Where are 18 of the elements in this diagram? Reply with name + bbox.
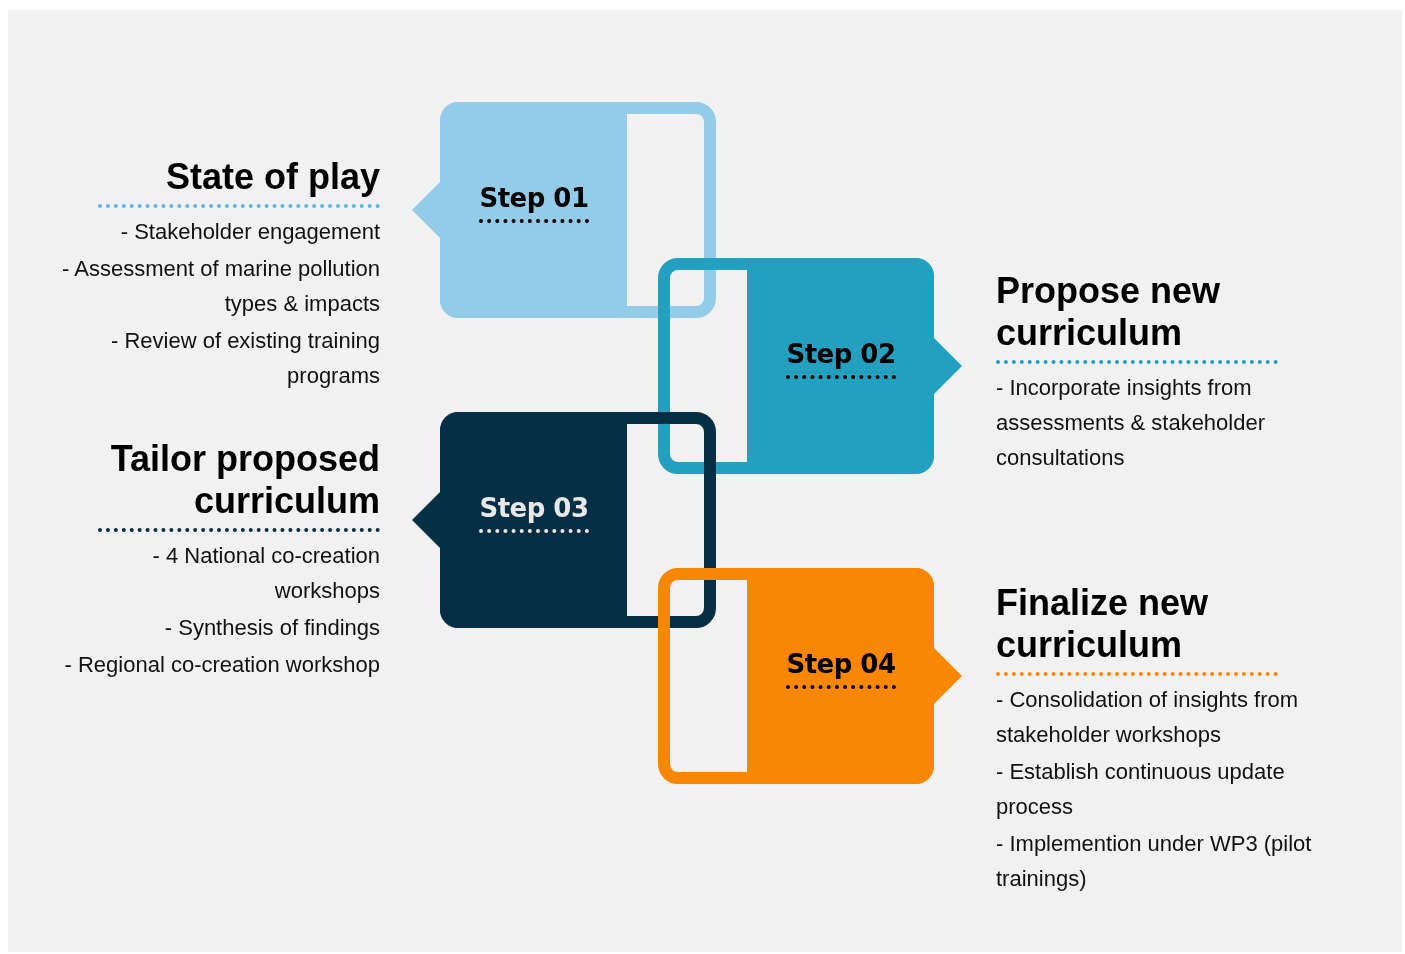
bullet-text: - Regional co-creation workshop	[64, 651, 380, 679]
step-label: Step 01	[479, 183, 589, 223]
bullet-text: - Stakeholder engagement	[120, 218, 380, 246]
bullet-text: - Establish continuous update process	[996, 758, 1286, 821]
bullet-text: - Synthesis of findings	[164, 614, 380, 642]
step-label: Step 04	[786, 649, 896, 689]
bullet-text: - Assessment of marine pollution types & impacts	[61, 255, 380, 318]
section-heading: State of play	[164, 156, 380, 198]
section-heading: Finalize new curriculum	[996, 582, 1210, 666]
bullet-text: - Consolidation of insights from stakeholder workshops	[996, 686, 1300, 749]
bullet-text: - Incorporate insights from assessments & stakeholder consultations	[996, 374, 1267, 472]
bullet-text: - Review of existing training programs	[110, 327, 380, 390]
step-label: Step 03	[479, 493, 589, 533]
bullet-text: - 4 National co-creation workshops	[151, 542, 380, 605]
bullet-text: - Implemention under WP3 (pilot trainings)	[996, 830, 1313, 893]
section-heading: Propose new curriculum	[996, 270, 1222, 354]
section-heading: Tailor proposed curriculum	[109, 438, 380, 522]
step-label: Step 02	[786, 339, 896, 379]
